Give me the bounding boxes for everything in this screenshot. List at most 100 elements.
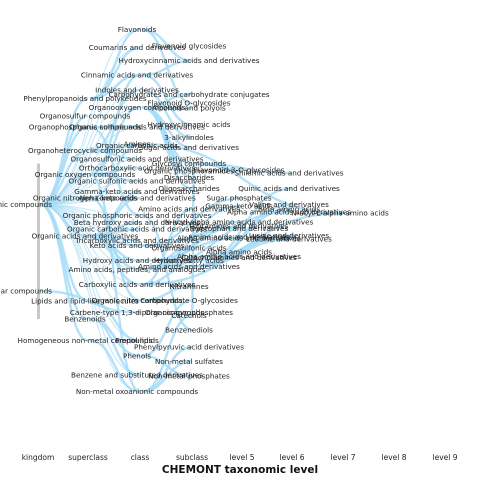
tree-node: Catecholamines and derivatives [181, 253, 297, 262]
node-label: Cinnamic acids and derivatives [81, 70, 194, 79]
node-label: Leucine and derivatives [246, 235, 332, 244]
node-label: Organic carbonic acids and derivatives [67, 225, 207, 234]
tree-link [141, 207, 193, 286]
node-label: Benzenoids [64, 315, 106, 324]
tree-links [39, 28, 344, 393]
tree-link [39, 203, 89, 342]
tree-link [39, 143, 141, 206]
node-label: Gamma-keto acids and derivatives [74, 187, 200, 196]
node-label: Sugar phosphates [206, 194, 271, 203]
tree-node: Quinic acids and derivatives [238, 184, 340, 193]
tree-node: Organosulfonic acids and derivatives [70, 155, 203, 164]
tree-node: Amino acids, peptides, and analogues [69, 265, 206, 274]
node-label: N-acyl-alpha amino acids and derivatives [165, 217, 314, 226]
tree-node: Sugar acids and derivatives [139, 143, 239, 152]
tree-node: Orthocarboxylic acid derivatives [79, 163, 195, 172]
node-label: Shikimic acids and derivatives [234, 169, 343, 178]
tree-node: Non-metal oxoanionic compounds [76, 387, 199, 396]
tree-link [39, 203, 141, 242]
tree-node: Tryptophan and derivatives [189, 224, 289, 233]
tree-node: Carboxylic acids and derivatives [79, 280, 196, 289]
tree-node: Carbene-type 1,3-dipolar compounds [70, 308, 204, 317]
tree-node: Organooxygen compounds [89, 103, 186, 112]
tree-link [141, 214, 193, 332]
tree-node: Flavonoid glycosides [152, 42, 227, 51]
node-label: Alpha amino acids [206, 248, 272, 257]
node-label: Phenylpyruvic acid derivatives [134, 343, 244, 352]
tree-node: Organosulfonic acids [151, 243, 226, 252]
node-label: Organoheterocyclic compounds [28, 146, 142, 155]
tree-node: Amines [124, 140, 151, 149]
tree-link [39, 203, 141, 393]
tree-node: Flavonoid O-glycosides [147, 99, 230, 108]
node-label: Amino acids and derivatives [138, 262, 240, 271]
tree-node: Alpha amino acids and derivatives [177, 233, 301, 242]
tree-link [141, 285, 193, 302]
node-label: Alpha-keto acids and derivatives [78, 194, 196, 203]
node-label: Disaccharides [164, 173, 214, 182]
node-label: Indoles and derivatives [95, 86, 179, 95]
node-label: Organic nitro compounds [92, 296, 183, 305]
tree-node: Organic carbonic acids [96, 141, 178, 150]
tree-node: Lipids and lipid-like molecules [31, 296, 139, 305]
tree-node: Phenylpyruvic acid derivatives [134, 343, 244, 352]
node-label: Organosulfonic acids and derivatives [70, 155, 203, 164]
node-label: Amines [124, 140, 151, 149]
tree-node: Glycosyl compounds [152, 159, 226, 168]
node-label: Flavonoid glycosides [152, 42, 227, 51]
node-label: Organophosphorus compounds [29, 123, 142, 132]
tree-link [141, 360, 193, 393]
node-label: Oligosaccharides [158, 184, 220, 193]
tree-node: Alpha amino acids [206, 248, 272, 257]
tree-node: Organic acids and derivatives [32, 232, 139, 241]
tree-node: Flavonoids [118, 25, 157, 34]
tree-node: Organic carbonic acids and derivatives [67, 225, 207, 234]
tree-link [141, 28, 193, 105]
axis-tick-label: superclass [68, 453, 108, 462]
node-label: Valine and derivatives [249, 200, 329, 209]
tree-node: Amino acids and derivatives [188, 232, 290, 241]
axis-tick-label: level 7 [331, 453, 356, 462]
tree-node: Disaccharides [164, 173, 214, 182]
node-label: Phenols [123, 351, 151, 360]
node-label: Catechols [171, 311, 207, 320]
tree-node: Organic compounds [0, 200, 52, 209]
tree-node: Hydroxy fatty acids [154, 256, 224, 265]
tree-link [141, 88, 193, 139]
tree-node: Organic oxygen compounds [35, 170, 136, 179]
tree-link [39, 126, 141, 206]
node-label: Hydroxycinnamic acids and derivatives [119, 56, 260, 65]
node-label: Organic 1,3-dipolar compounds [0, 286, 52, 295]
tree-node: Amino acids and derivatives [138, 204, 240, 213]
tree-node: Carbohydrates and carbohydrate conjugate… [108, 90, 269, 99]
node-label: Gamma-keto acids [205, 201, 273, 210]
axis-tick-label: subclass [176, 453, 208, 462]
node-label: Beta amino acids [258, 204, 320, 213]
node-label: Organic phosphoric acids and derivatives [63, 211, 212, 220]
tree-link [89, 88, 141, 152]
tree-node: Benzenoids [64, 315, 106, 324]
node-label: Tricarboxylic acids and derivatives [74, 236, 199, 245]
node-label: Organic oxygen compounds [35, 170, 136, 179]
tree-link [39, 97, 89, 206]
tree-node: Organic phosphoric acids and derivatives [63, 211, 212, 220]
tree-link [141, 299, 193, 357]
tree-node: Alcohols and polyols [152, 104, 226, 113]
node-label: Hydroxy acids and derivatives [83, 256, 192, 265]
tree-node: Hydroxycinnamic acids and derivatives [119, 56, 260, 65]
node-label: Beta hydroxy acids and derivatives [74, 218, 201, 227]
node-label: Phenylpropanoids and polyketides [23, 94, 147, 103]
tree-node: Glutamines and derivatives [190, 222, 289, 231]
tree-link [89, 106, 141, 176]
tree-node: Alpha amino acids and derivatives [177, 252, 301, 261]
tree-link [39, 197, 141, 206]
tree-node: Valine and derivatives [249, 200, 329, 209]
node-label: Glycosyl compounds [152, 159, 226, 168]
tree-node: Homogeneous non-metal compounds [18, 336, 153, 345]
node-label: Organosulfonic acids [151, 243, 226, 252]
node-label: Prenol lipids [115, 336, 159, 345]
node-label: Flavonoids [118, 25, 157, 34]
tree-link [89, 196, 141, 302]
root-bar [37, 163, 40, 320]
